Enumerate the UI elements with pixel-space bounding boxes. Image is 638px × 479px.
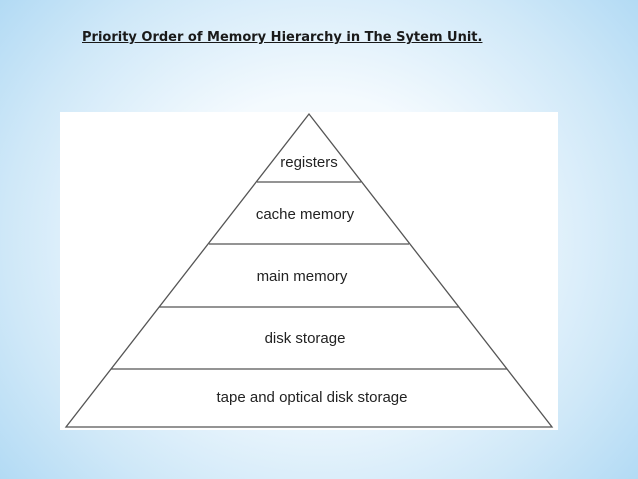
level-label-cache-memory: cache memory: [256, 206, 355, 223]
level-label-main-memory: main memory: [257, 268, 348, 285]
pyramid-diagram-panel: registers cache memory main memory disk …: [60, 112, 558, 430]
level-label-disk-storage: disk storage: [265, 330, 346, 347]
pyramid-outline: [64, 112, 554, 428]
memory-hierarchy-pyramid: registers cache memory main memory disk …: [64, 112, 554, 428]
level-label-registers: registers: [280, 154, 338, 171]
level-label-tape-optical-storage: tape and optical disk storage: [217, 389, 408, 406]
slide-title: Priority Order of Memory Hierarchy in Th…: [82, 30, 483, 45]
